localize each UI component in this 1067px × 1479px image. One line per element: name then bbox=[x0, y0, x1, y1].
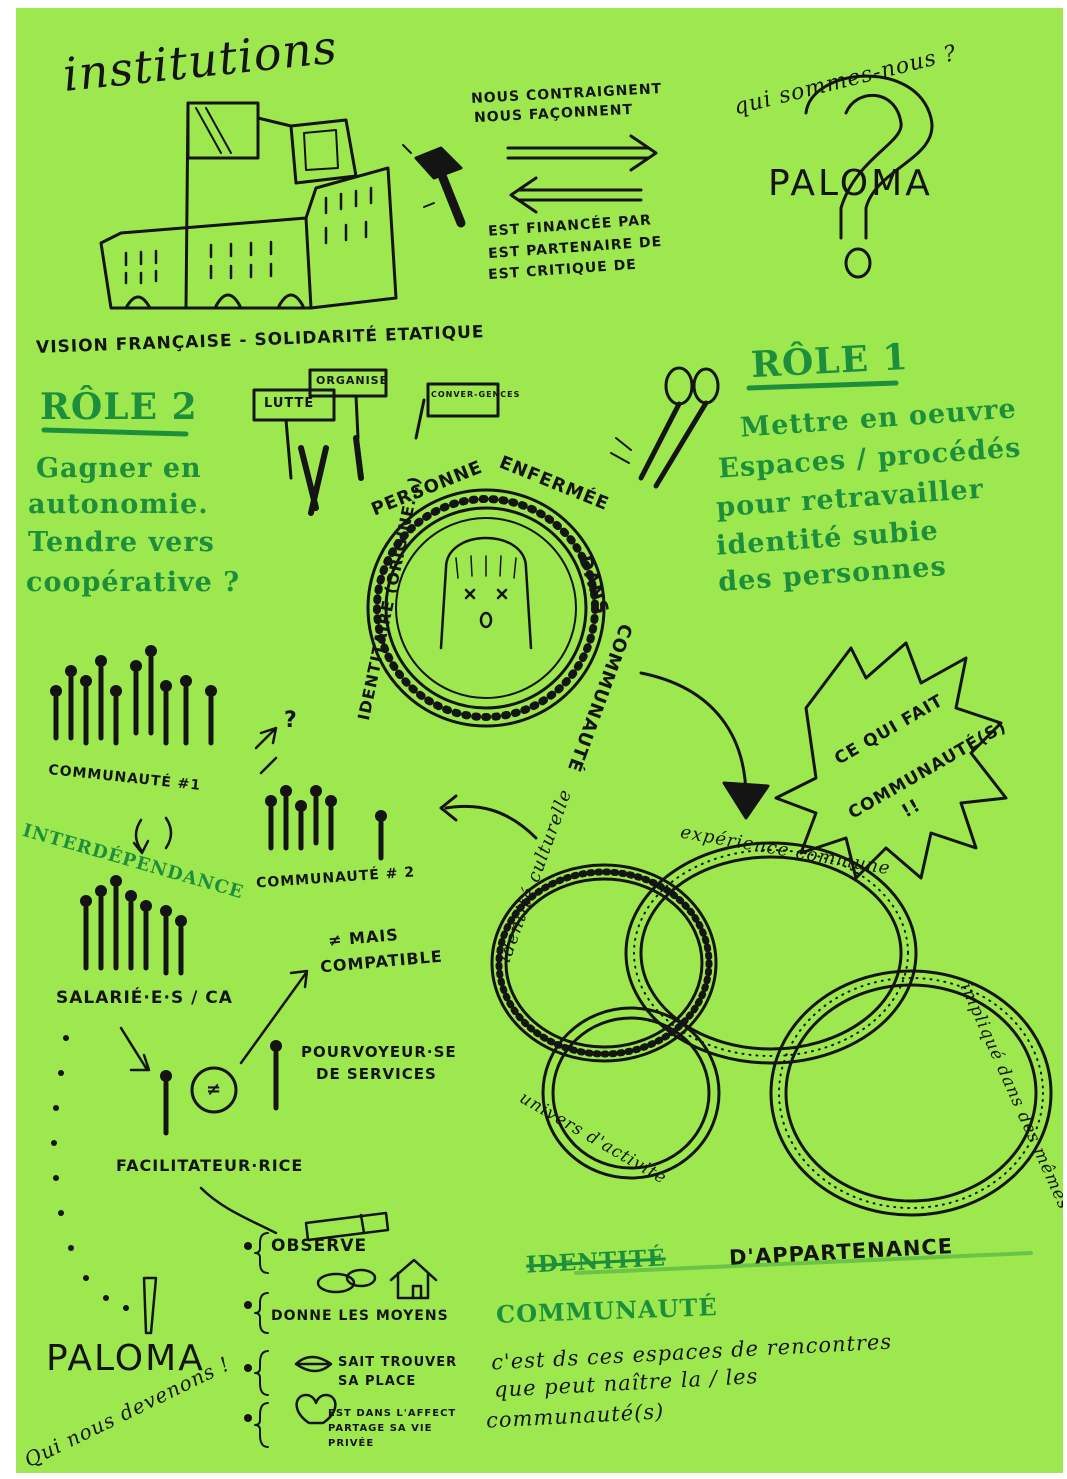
role-2-line-2: autonomie. bbox=[28, 489, 209, 520]
role-2-line-3: Tendre vers bbox=[28, 527, 215, 558]
lips-icon bbox=[294, 1355, 333, 1373]
list-affect: EST DANS L'AFFECT PARTAGE SA VIE PRIVÉE bbox=[328, 1408, 457, 1449]
role-1-title: RÔLE 1 bbox=[750, 335, 910, 387]
employees-label: SALARIÉ·E·S / CA bbox=[56, 988, 233, 1008]
protest-signs bbox=[252, 368, 500, 516]
list-sait-trouver: SAIT TROUVER SA PLACE bbox=[338, 1355, 458, 1389]
telescope-icon bbox=[304, 1211, 390, 1242]
venn-diagram bbox=[490, 841, 1053, 1217]
list-braces bbox=[254, 1232, 269, 1448]
role-2-title: RÔLE 2 bbox=[40, 386, 198, 428]
money-icon bbox=[316, 1268, 377, 1294]
provider-line-1: POURVOYEUR·SE bbox=[301, 1043, 457, 1061]
role-2-line-1: Gagner en bbox=[36, 453, 202, 484]
arrow-to-venn bbox=[639, 671, 748, 800]
not-equal-sign: ≠ bbox=[206, 1079, 223, 1100]
paloma-title-top: PALOMA bbox=[768, 163, 933, 204]
arrow-head bbox=[722, 781, 770, 820]
sketch-layer bbox=[41, 74, 1053, 1448]
employees-crowd-icon bbox=[80, 875, 187, 976]
community-1-crowd-icon bbox=[50, 645, 217, 746]
list-donne-moyens: DONNE LES MOYENS bbox=[271, 1308, 449, 1324]
sign-organise: ORGANISE bbox=[316, 374, 389, 387]
sign-lutte: LUTTE bbox=[264, 396, 315, 411]
dotted-path bbox=[51, 1035, 129, 1311]
community-2-crowd-icon bbox=[265, 785, 387, 861]
community-question-mark: ? bbox=[284, 708, 298, 733]
hammer-icon bbox=[402, 144, 466, 228]
institution-building-icon bbox=[99, 101, 398, 310]
enclosed-person-circle bbox=[366, 488, 606, 728]
facilitator-label: FACILITATEUR·RICE bbox=[116, 1156, 304, 1175]
list-observe: OBSERVE bbox=[271, 1236, 368, 1256]
provider-line-2: DE SERVICES bbox=[316, 1065, 437, 1083]
paper-sheet: institutions NOUS CONTRAIGNENT NOUS FAÇO… bbox=[16, 8, 1063, 1473]
list-bullets bbox=[244, 1242, 252, 1422]
role-2-line-4: coopérative ? bbox=[26, 567, 241, 598]
two-way-arrows bbox=[506, 134, 658, 214]
house-icon bbox=[389, 1258, 438, 1300]
scissors-icon bbox=[610, 366, 720, 489]
facilitator-figure-icon bbox=[160, 1040, 282, 1136]
sign-convergences: CONVER-GENCES bbox=[431, 390, 521, 399]
paloma-title-bottom: PALOMA bbox=[46, 1338, 205, 1379]
speech-burst bbox=[774, 641, 1008, 880]
question-mark-icon bbox=[804, 74, 934, 279]
heart-icon bbox=[295, 1393, 337, 1425]
arrow-to-community bbox=[444, 804, 538, 840]
